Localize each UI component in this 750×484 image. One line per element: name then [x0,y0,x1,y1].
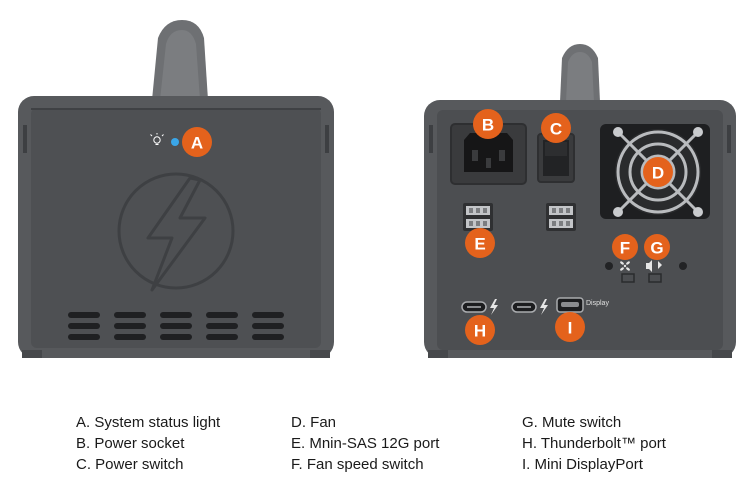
callout-d-label: D [652,164,664,183]
thunderbolt-logo-icon [117,172,235,292]
legend-column-1: A. System status light B. Power socket C… [76,412,220,475]
callout-e-label: E [474,235,485,254]
power-switch [537,133,575,183]
fan-icon [620,261,630,271]
enclosure-diagram: A [18,20,736,358]
callout-f-label: F [620,239,630,258]
callout-h: H [465,315,495,345]
legend: A. System status light B. Power socket C… [0,412,750,482]
legend-item-h: H. Thunderbolt™ port [522,435,666,452]
power-socket [450,123,527,185]
mini-sas-port-2 [546,203,576,231]
callout-a-label: A [191,134,203,153]
legend-item-g: G. Mute switch [522,414,622,431]
legend-item-i: I. Mini DisplayPort [522,456,643,473]
callout-a: A [182,127,212,157]
callout-e: E [465,228,495,258]
legend-column-3: G. Mute switch H. Thunderbolt™ port I. M… [522,412,666,475]
callout-c-label: C [550,120,562,139]
front-vents [68,312,284,340]
lightbulb-icon [150,133,164,145]
callout-c: C [541,113,571,143]
mini-sas-port-1 [463,203,493,231]
legend-item-d: D. Fan [291,414,337,431]
legend-item-b: B. Power socket [76,435,185,452]
status-light [171,138,179,146]
callout-f: F [612,234,638,260]
legend-item-a: A. System status light [76,414,221,431]
mini-displayport: Display [556,297,609,313]
callout-i-label: I [568,319,573,338]
thunderbolt-port-1 [461,299,498,315]
screw-left [605,262,613,270]
callout-g: G [644,234,670,260]
front-view: A [18,20,334,358]
legend-column-2: D. Fan E. Mnin-SAS 12G port F. Fan speed… [291,412,439,475]
display-port-label: Display [586,300,609,307]
rear-view: Display B C D E F G H [424,44,736,358]
callout-b: B [473,109,503,139]
legend-item-f: F. Fan speed switch [291,456,424,473]
callout-g-label: G [650,239,663,258]
legend-item-e: E. Mnin-SAS 12G port [291,435,440,452]
callout-i: I [555,312,585,342]
callout-b-label: B [482,116,494,135]
speaker-mute-icon [646,260,662,272]
callout-d: D [643,157,673,187]
screw-right [679,262,687,270]
mute-switch [648,273,662,283]
legend-item-c: C. Power switch [76,456,184,473]
callout-h-label: H [474,322,486,341]
thunderbolt-port-2 [511,299,548,315]
fan-speed-switch [621,273,635,283]
